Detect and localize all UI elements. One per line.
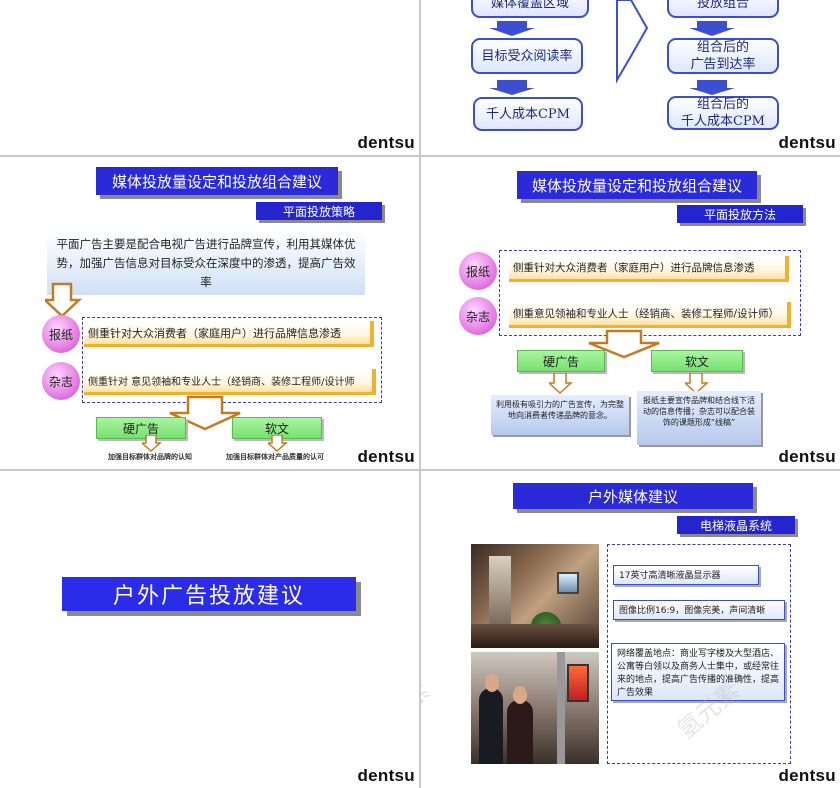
merge-arrow-icon bbox=[588, 329, 660, 359]
dentsu-logo: dentsu bbox=[778, 133, 836, 152]
watermark: 氢元素 bbox=[421, 676, 436, 745]
small-arrow-icon bbox=[142, 435, 162, 453]
caption-quality-recognition: 加强目标群体对产品质量的认可 bbox=[226, 453, 324, 461]
info-frame bbox=[607, 544, 791, 764]
info-display-spec: 17英寸高清晰液晶显示器 bbox=[613, 565, 759, 585]
newspaper-circle: 报纸 bbox=[459, 252, 497, 290]
flow-arrows bbox=[489, 0, 735, 95]
soft-article-note: 报纸主要宣传品牌和结合线下活动的信息传播；杂志可以配合装饰的课题形成“线稿” bbox=[637, 391, 761, 445]
magazine-circle: 杂志 bbox=[459, 297, 497, 335]
flow-box-combination: 投放组合 bbox=[667, 0, 779, 18]
small-arrow-icon bbox=[549, 373, 573, 395]
magazine-circle: 杂志 bbox=[42, 362, 80, 400]
slide-subtitle: 平面投放策略 bbox=[256, 202, 382, 220]
elevator-viewers-photo bbox=[471, 652, 599, 764]
magazine-bar: 侧重意见领袖和专业人士（经销商、装修工程师/设计师） bbox=[509, 302, 791, 328]
hard-ad-box: 硬广告 bbox=[96, 417, 186, 439]
hard-ad-box: 硬广告 bbox=[517, 350, 605, 372]
dentsu-logo: dentsu bbox=[357, 133, 415, 152]
small-arrow-icon bbox=[268, 435, 288, 453]
flow-box-reach: 组合后的 广告到达率 bbox=[667, 38, 779, 74]
slide-subtitle: 电梯液晶系统 bbox=[677, 516, 795, 534]
merge-arrow-icon bbox=[169, 395, 241, 431]
dentsu-logo: dentsu bbox=[778, 766, 836, 785]
dashed-frame bbox=[499, 250, 801, 336]
flow-box-cpm: 千人成本CPM bbox=[473, 97, 583, 131]
slide-4: 媒体投放量设定和投放组合建议 平面投放方法 报纸 杂志 侧重针对大众消费者（家庭… bbox=[421, 157, 840, 469]
slide-title: 媒体投放量设定和投放组合建议 bbox=[517, 171, 757, 199]
slide-5: 户外广告投放建议 dentsu bbox=[0, 471, 419, 788]
flow-box-readership: 目标受众阅读率 bbox=[471, 38, 583, 74]
magazine-bar: 侧重针对 意见领袖和专业人士（经销商、装修工程师/设计师 bbox=[84, 369, 376, 395]
slide-title: 媒体投放量设定和投放组合建议 bbox=[96, 167, 338, 195]
dashed-frame bbox=[82, 317, 382, 403]
dentsu-logo: dentsu bbox=[357, 766, 415, 785]
intro-paragraph: 平面广告主要是配合电视广告进行品牌宣传，利用其媒体优势，加强广告信息对目标受众在… bbox=[47, 231, 365, 295]
outdoor-title: 户外广告投放建议 bbox=[62, 577, 356, 611]
flow-box-combined-cpm: 组合后的 千人成本CPM bbox=[667, 96, 779, 130]
soft-article-box: 软文 bbox=[651, 350, 743, 372]
slide-title: 户外媒体建议 bbox=[513, 483, 753, 509]
down-arrow-icon bbox=[45, 282, 83, 318]
newspaper-circle: 报纸 bbox=[42, 315, 80, 353]
small-arrow-icon bbox=[685, 373, 709, 395]
dentsu-logo: dentsu bbox=[778, 447, 836, 466]
hard-ad-note: 利用极有吸引力的广告宣传，为完整地向消费者传递品牌的意念。 bbox=[491, 395, 629, 435]
flow-box-coverage: 媒体覆盖区域 bbox=[471, 0, 589, 18]
slide-1: dentsu bbox=[0, 0, 419, 155]
slide-3: 媒体投放量设定和投放组合建议 平面投放策略 平面广告主要是配合电视广告进行品牌宣… bbox=[0, 157, 419, 469]
slide-2: 媒体覆盖区域 目标受众阅读率 千人成本CPM 投放组合 组合后的 广告到达率 组… bbox=[421, 0, 840, 155]
info-coverage: 网络覆盖地点：商业写字楼及大型酒店、公寓等白领以及商务人士集中，或经常往来的地点… bbox=[611, 643, 785, 701]
slide-subtitle: 平面投放方法 bbox=[677, 205, 803, 223]
newspaper-bar: 侧重针对大众消费者（家庭用户）进行品牌信息渗透 bbox=[84, 321, 374, 347]
dentsu-logo: dentsu bbox=[357, 447, 415, 466]
info-image-ratio: 图像比例16:9，图像完美，声间清晰 bbox=[613, 600, 785, 620]
slide-6: 户外媒体建议 电梯液晶系统 17英寸高清晰液晶显示器 图像比例16:9，图像完美… bbox=[421, 471, 840, 788]
newspaper-bar: 侧重针对大众消费者（家庭用户）进行品牌信息渗透 bbox=[509, 256, 789, 282]
caption-brand-awareness: 加强目标群体对品牌的认知 bbox=[108, 453, 192, 461]
elevator-lobby-photo bbox=[471, 544, 599, 648]
